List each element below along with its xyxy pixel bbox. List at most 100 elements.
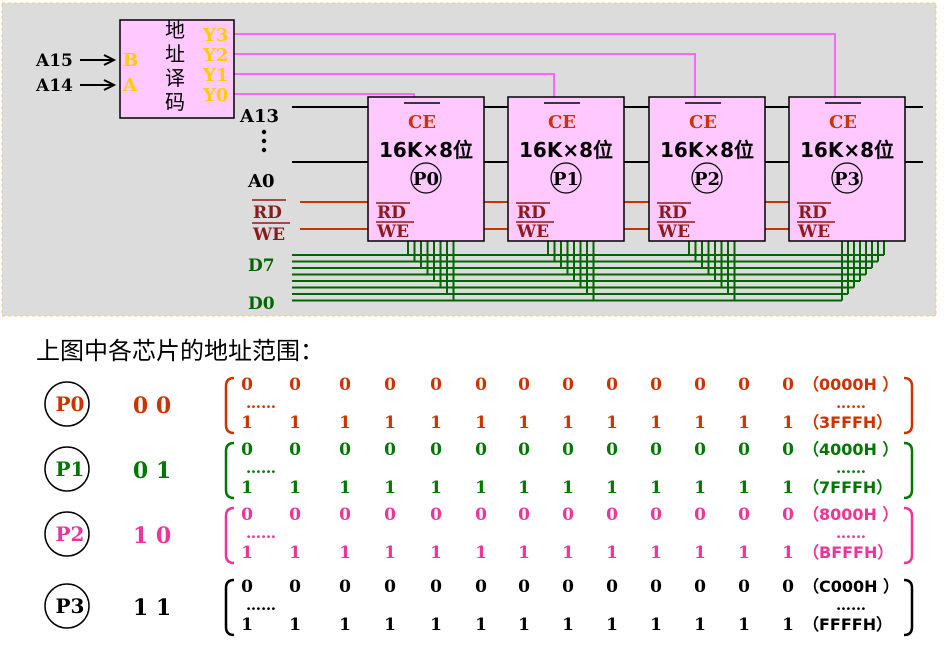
low-bit: 0 (562, 577, 574, 597)
low-bit: 0 (694, 440, 706, 460)
high-bit: 1 (289, 615, 301, 635)
high-bit: 1 (384, 543, 396, 563)
high-bit: 1 (518, 543, 530, 563)
low-bit: 0 (430, 375, 442, 395)
high-bit: 1 (562, 615, 574, 635)
low-bit: 0 (738, 505, 750, 525)
low-bit: 0 (518, 505, 530, 525)
chip-we-label: WE (376, 222, 409, 242)
row-chip-circle (44, 511, 90, 557)
low-bit: 0 (241, 440, 253, 460)
high-bit: 1 (782, 543, 794, 563)
chip-box (507, 96, 625, 242)
chip-id-label: P1 (553, 169, 579, 190)
decoder-output-y0: Y0 (202, 85, 228, 106)
low-bit: 0 (289, 577, 301, 597)
low-bit: 0 (241, 577, 253, 597)
high-bit: 1 (606, 615, 618, 635)
low-bit: 0 (384, 375, 396, 395)
label-a14: A14 (35, 76, 73, 96)
label-a13: A13 (239, 106, 279, 127)
row-chip-circle (44, 446, 90, 492)
row-chip-label: P1 (56, 457, 85, 481)
chip-id-label: P3 (834, 169, 860, 190)
low-bit: 0 (782, 440, 794, 460)
vdots-2 (261, 138, 267, 144)
low-bit: 0 (562, 375, 574, 395)
low-bit: 0 (475, 577, 487, 597)
low-bit: 0 (289, 375, 301, 395)
row-left-ellipsis: …… (246, 596, 276, 614)
row-chip-label: P2 (56, 522, 85, 546)
low-bit: 0 (650, 505, 662, 525)
chip-id-circle (831, 162, 863, 194)
row-code: 1 0 (133, 523, 171, 549)
high-bit: 1 (339, 615, 351, 635)
high-bit: 1 (289, 543, 301, 563)
chip-we-label: WE (657, 222, 690, 242)
high-bit: 1 (738, 478, 750, 498)
chip-ce-label: CE (829, 112, 857, 133)
high-bit: 1 (475, 615, 487, 635)
low-bit: 0 (694, 577, 706, 597)
high-bit: 1 (430, 478, 442, 498)
low-bit: 0 (518, 440, 530, 460)
row-right-ellipsis: …… (836, 459, 866, 477)
high-bit: 1 (738, 413, 750, 433)
decoder-input-a: A (122, 75, 138, 96)
range-start: （C000H ） (803, 577, 899, 596)
low-bit: 0 (738, 440, 750, 460)
high-bit: 1 (738, 615, 750, 635)
low-bit: 0 (339, 440, 351, 460)
low-bit: 0 (430, 505, 442, 525)
row-right-bracket (903, 441, 914, 500)
label-rd: RD (253, 203, 282, 223)
range-start: （0000H ） (803, 375, 899, 394)
chip-size-label: 16K×8位 (660, 138, 754, 162)
high-bit: 1 (430, 413, 442, 433)
chip-id-circle (691, 162, 723, 194)
high-bit: 1 (562, 478, 574, 498)
label-we: WE (252, 225, 285, 245)
label-a15: A15 (35, 51, 73, 71)
high-bit: 1 (650, 478, 662, 498)
chip-box (788, 96, 906, 242)
chip-rd-label: RD (377, 203, 406, 223)
high-bit: 1 (694, 478, 706, 498)
high-bit: 1 (738, 543, 750, 563)
row-code: 0 0 (133, 393, 171, 419)
low-bit: 0 (339, 577, 351, 597)
row-left-ellipsis: …… (246, 524, 276, 542)
low-bit: 0 (694, 505, 706, 525)
low-bit: 0 (339, 505, 351, 525)
decoder-char-3: 译 (165, 66, 185, 90)
chip-select-wire (234, 53, 696, 97)
row-chip-label: P3 (56, 594, 85, 618)
high-bit: 1 (289, 478, 301, 498)
low-bit: 0 (650, 375, 662, 395)
row-left-bracket (224, 441, 235, 500)
high-bit: 1 (475, 413, 487, 433)
decoder-output-y3: Y3 (202, 25, 228, 46)
high-bit: 1 (475, 478, 487, 498)
chip-id-circle (550, 162, 582, 194)
low-bit: 0 (430, 440, 442, 460)
high-bit: 1 (241, 543, 253, 563)
address-decoder: 地 址 译 码 B A Y3 Y2 Y1 Y0 (119, 18, 235, 119)
range-end: （7FFFH） (803, 478, 892, 497)
high-bit: 1 (694, 543, 706, 563)
high-bit: 1 (339, 543, 351, 563)
high-bit: 1 (694, 413, 706, 433)
high-bit: 1 (518, 413, 530, 433)
low-bit: 0 (606, 440, 618, 460)
chip-select-wire (234, 73, 555, 97)
high-bit: 1 (650, 543, 662, 563)
low-bit: 0 (475, 505, 487, 525)
range-end: （3FFFH） (803, 413, 892, 432)
chip-we-label: WE (797, 222, 830, 242)
